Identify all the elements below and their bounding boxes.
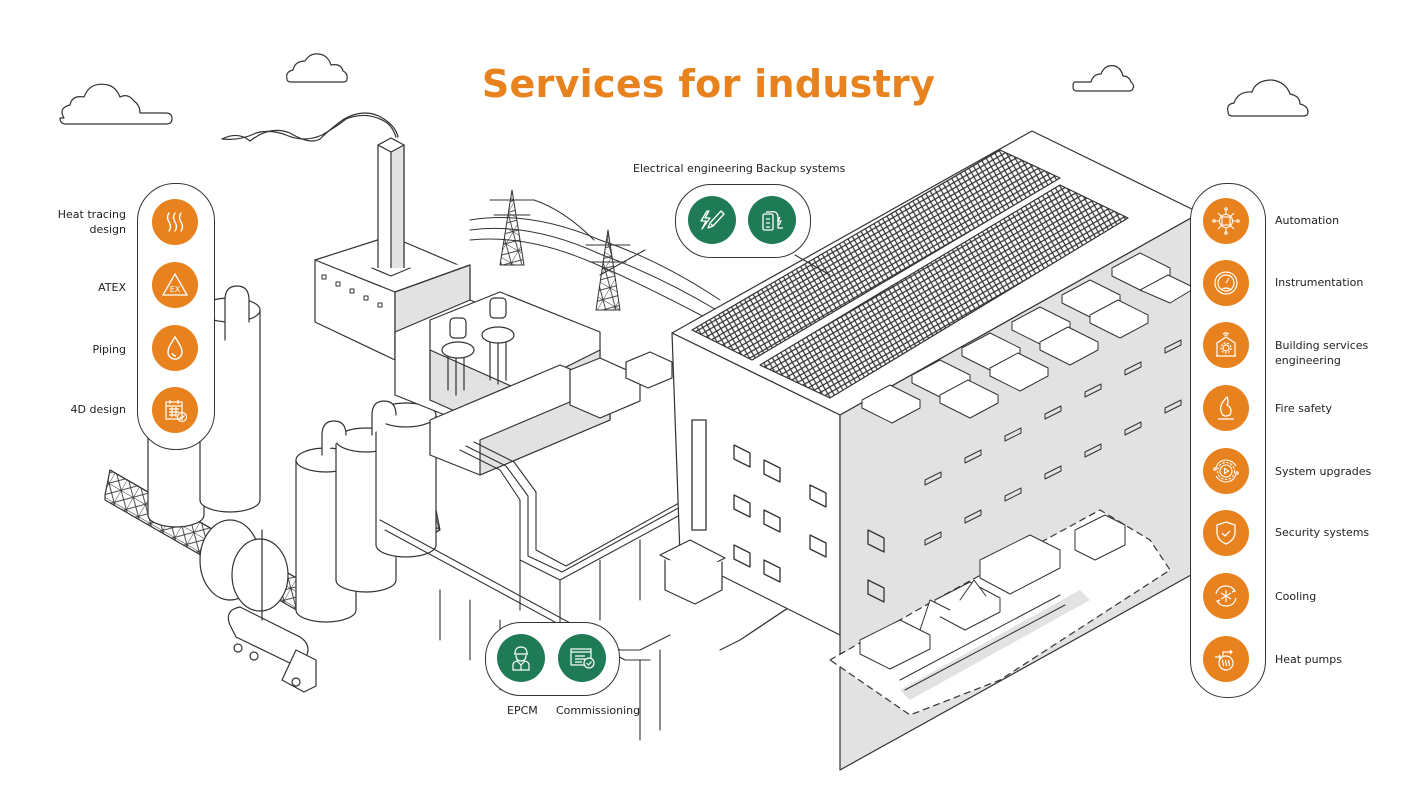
flame-icon	[1218, 395, 1234, 420]
service-heat-tracing-design[interactable]	[152, 199, 198, 245]
service-commissioning[interactable]	[558, 634, 606, 682]
battery-charge-icon	[762, 210, 783, 231]
service-epcm[interactable]	[497, 634, 545, 682]
label-instrumentation: Instrumentation	[1275, 276, 1364, 289]
gauge-icon	[1214, 271, 1238, 295]
label-security-systems: Security systems	[1275, 526, 1370, 539]
label-4d-design: 4D design	[70, 403, 126, 416]
service-instrumentation[interactable]	[1203, 260, 1249, 306]
smoke-plume	[221, 112, 399, 142]
label-cooling: Cooling	[1275, 590, 1317, 603]
shield-check-icon	[1216, 521, 1236, 545]
chip-network-icon	[1212, 207, 1240, 235]
lightning-pencil-icon	[700, 210, 725, 230]
service-automation[interactable]	[1203, 198, 1249, 244]
engineer-hardhat-icon	[512, 646, 530, 671]
gatehouse	[659, 539, 726, 605]
label-piping: Piping	[92, 343, 126, 356]
label-automation: Automation	[1275, 214, 1340, 227]
service-piping[interactable]	[152, 325, 198, 371]
service-fire-safety[interactable]	[1203, 385, 1249, 431]
label-heat-tracing-design: Heat tracing design	[57, 208, 126, 236]
label-commissioning: Commissioning	[556, 704, 641, 717]
tanker-truck	[227, 529, 317, 693]
service-heat-pumps[interactable]	[1203, 636, 1249, 682]
page-title: Services for industry	[481, 62, 936, 106]
calendar-check-icon	[165, 400, 188, 423]
label-fire-safety: Fire safety	[1275, 402, 1333, 415]
water-drop-icon	[167, 335, 183, 360]
svg-text:EX: EX	[170, 285, 181, 294]
service-building-services-engineering[interactable]	[1203, 322, 1249, 368]
service-backup-systems[interactable]	[748, 196, 796, 244]
label-epcm: EPCM	[507, 704, 538, 717]
service-electrical-engineering[interactable]	[688, 196, 736, 244]
connector-lines	[599, 249, 831, 276]
service-system-upgrades[interactable]	[1203, 448, 1249, 494]
service-cooling[interactable]	[1203, 573, 1249, 619]
gear-play-cycle-icon	[1213, 459, 1239, 483]
production-line-cutaway	[829, 509, 1171, 716]
cloud-icon	[1072, 65, 1135, 92]
service-atex[interactable]: EX	[152, 262, 198, 308]
label-system-upgrades: System upgrades	[1275, 465, 1372, 478]
label-backup-systems: Backup systems	[756, 162, 846, 175]
heat-waves-icon	[166, 212, 184, 232]
ex-warning-triangle-icon: EX	[161, 272, 189, 296]
label-building-services-engineering: Building services engineering	[1275, 339, 1369, 367]
cloud-icon	[1227, 79, 1309, 117]
office-block	[429, 351, 673, 476]
service-4d-design[interactable]	[152, 387, 198, 433]
cloud-icon	[286, 53, 348, 83]
snowflake-cycle-icon	[1215, 585, 1237, 607]
label-atex: ATEX	[98, 281, 126, 294]
cloud-icon	[59, 83, 173, 125]
label-heat-pumps: Heat pumps	[1275, 653, 1342, 666]
heat-pump-icon	[1215, 649, 1234, 671]
checklist-window-icon	[570, 648, 595, 669]
smart-building-gear-icon	[1216, 332, 1236, 357]
service-security-systems[interactable]	[1203, 510, 1249, 556]
label-electrical-engineering: Electrical engineering	[633, 162, 753, 175]
